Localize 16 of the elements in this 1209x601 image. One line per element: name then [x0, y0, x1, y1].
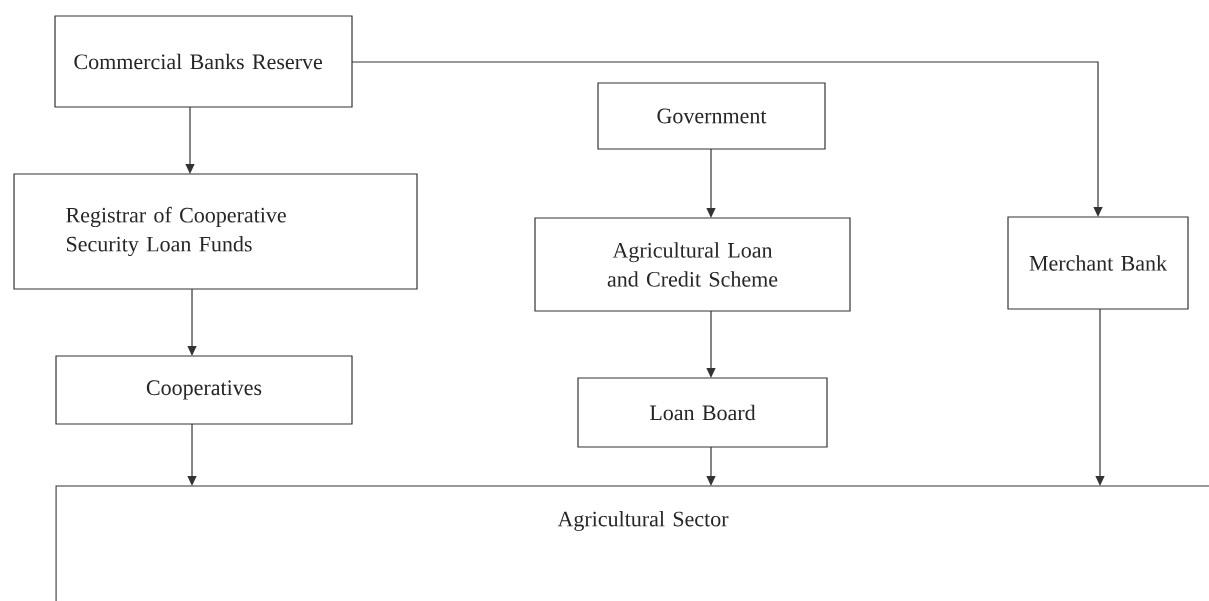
process-box: Government: [597, 82, 826, 150]
process-box: Agricultural Sector: [55, 485, 1209, 601]
arrow: [706, 446, 716, 486]
process-box: Merchant Bank: [1007, 216, 1189, 310]
arrow: [185, 106, 195, 174]
arrow: [1095, 308, 1105, 486]
arrow: [351, 61, 1103, 217]
process-box: Cooperatives: [55, 355, 353, 425]
process-box: Loan Board: [577, 377, 828, 448]
process-box: Registrar of Cooperative Security Loan Funds: [13, 173, 418, 290]
arrow: [706, 310, 716, 378]
arrow: [706, 148, 716, 218]
process-box: Commercial Banks Reserve: [54, 15, 353, 108]
arrow: [187, 423, 197, 486]
arrow: [187, 288, 197, 356]
process-box: Agricultural Loan and Credit Scheme: [534, 217, 851, 312]
